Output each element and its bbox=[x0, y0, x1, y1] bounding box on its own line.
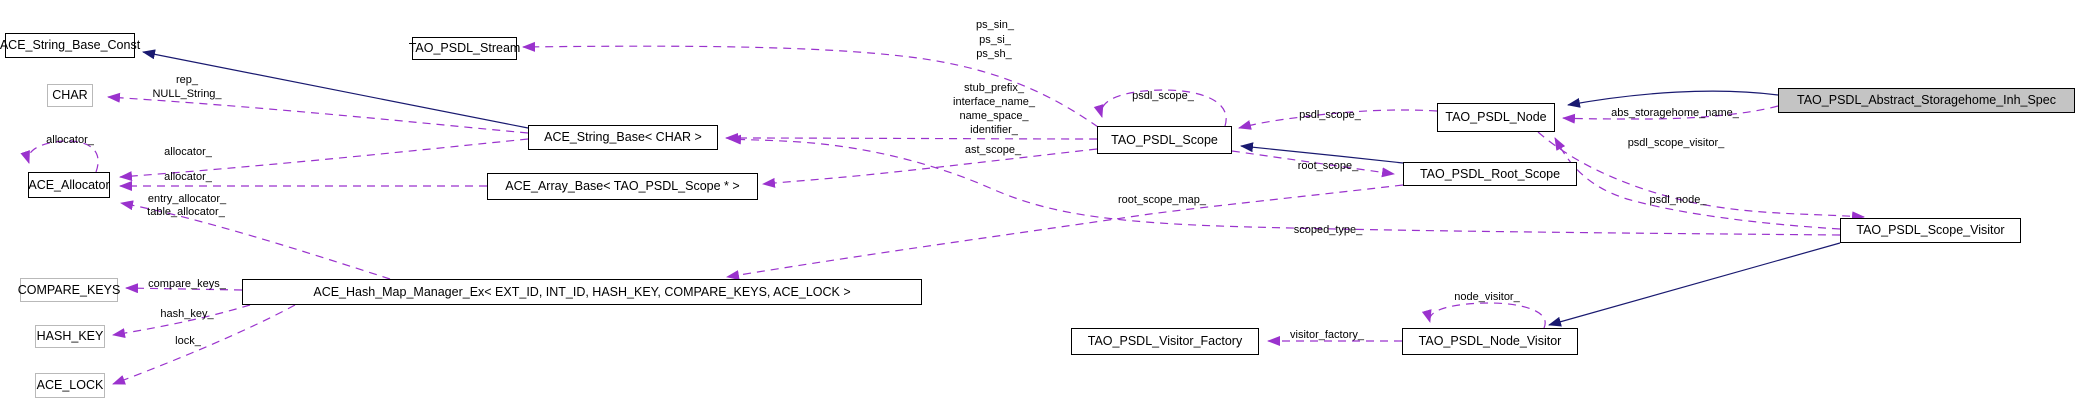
node-tao-psdl-node[interactable]: TAO_PSDL_Node bbox=[1437, 103, 1555, 132]
edge-label-abs-storagehome-name: abs_storagehome_name_ bbox=[1611, 107, 1739, 119]
node-tao-psdl-abstract-storagehome-inh-spec[interactable]: TAO_PSDL_Abstract_Storagehome_Inh_Spec bbox=[1778, 88, 2075, 113]
node-ace-string-base-char[interactable]: ACE_String_Base< CHAR > bbox=[528, 125, 718, 150]
edge-scopevisitor-to-nodevisitor bbox=[1548, 242, 1841, 327]
edge-label-psdl-node: psdl_node_ bbox=[1649, 194, 1707, 206]
edge-label-psdl-scope-loop: psdl_scope_ bbox=[1132, 90, 1194, 102]
edge-label-entry-allocator: entry_allocator_ bbox=[147, 193, 227, 205]
edge-label-root-scope: root_scope_ bbox=[1297, 160, 1359, 172]
edge-label-null-string: NULL_String_ bbox=[152, 88, 222, 100]
node-compare-keys[interactable]: COMPARE_KEYS bbox=[18, 278, 120, 302]
edge-nodevisitor-self-loop bbox=[1421, 302, 1546, 329]
edge-label-compare-keys: compare_keys_ bbox=[148, 278, 226, 290]
node-char[interactable]: CHAR bbox=[47, 84, 93, 107]
edge-label-ps-si: ps_si_ bbox=[979, 34, 1011, 46]
node-ace-hash-map-manager-ex[interactable]: ACE_Hash_Map_Manager_Ex< EXT_ID, INT_ID,… bbox=[242, 279, 922, 305]
edge-scopevisitor-to-node bbox=[1554, 137, 1841, 230]
edge-stringbase-to-char bbox=[107, 92, 529, 134]
edge-label-node-visitor: node_visitor_ bbox=[1454, 291, 1520, 303]
edge-label-root-scope-map: root_scope_map_ bbox=[1117, 194, 1207, 206]
edge-label-psdl-scope-visitor: psdl_scope_visitor_ bbox=[1627, 137, 1725, 149]
node-tao-psdl-root-scope[interactable]: TAO_PSDL_Root_Scope bbox=[1403, 162, 1577, 186]
edge-label-stub-prefix: stub_prefix_ bbox=[964, 82, 1024, 94]
edge-label-ps-sin: ps_sin_ bbox=[976, 19, 1014, 31]
edge-scope-to-stringbase bbox=[725, 133, 1098, 144]
edge-label-ps-sh: ps_sh_ bbox=[976, 48, 1012, 60]
edge-label-allocator-loop: allocator_ bbox=[46, 134, 94, 146]
node-tao-psdl-visitor-factory[interactable]: TAO_PSDL_Visitor_Factory bbox=[1071, 328, 1259, 355]
node-tao-psdl-scope-visitor[interactable]: TAO_PSDL_Scope_Visitor bbox=[1840, 218, 2021, 243]
edge-label-scoped-type: scoped_type_ bbox=[1293, 224, 1363, 236]
edge-label-interface-name: interface_name_ bbox=[953, 96, 1035, 108]
edge-label-allocator-arraybase: allocator_ bbox=[164, 171, 212, 183]
edge-label-name-space: name_space_ bbox=[959, 110, 1029, 122]
node-tao-psdl-scope[interactable]: TAO_PSDL_Scope bbox=[1097, 126, 1232, 154]
edge-label-rep: rep_ bbox=[175, 74, 199, 86]
edge-label-visitor-factory: visitor_factory_ bbox=[1290, 329, 1364, 341]
edge-label-table-allocator: table_allocator_ bbox=[147, 206, 225, 218]
node-tao-psdl-stream[interactable]: TAO_PSDL_Stream bbox=[409, 37, 520, 60]
edge-label-allocator-stringbase: allocator_ bbox=[164, 146, 212, 158]
node-ace-lock[interactable]: ACE_LOCK bbox=[35, 373, 105, 398]
edge-label-hash-key: hash_key_ bbox=[160, 308, 214, 320]
node-ace-allocator[interactable]: ACE_Allocator bbox=[28, 172, 110, 198]
edge-label-identifier: identifier_ bbox=[970, 124, 1018, 136]
node-ace-array-base[interactable]: ACE_Array_Base< TAO_PSDL_Scope * > bbox=[487, 173, 758, 200]
edge-scope-to-arraybase bbox=[762, 148, 1098, 188]
node-tao-psdl-node-visitor[interactable]: TAO_PSDL_Node_Visitor bbox=[1402, 328, 1578, 355]
node-hash-key[interactable]: HASH_KEY bbox=[35, 325, 105, 348]
edge-label-psdl-scope: psdl_scope_ bbox=[1299, 109, 1361, 121]
edge-scopevisitor-to-stringbase bbox=[728, 134, 1841, 236]
edge-label-lock: lock_ bbox=[175, 335, 201, 347]
edge-spec-to-node bbox=[1567, 90, 1779, 108]
node-ace-string-base-const[interactable]: ACE_String_Base_Const bbox=[0, 33, 140, 58]
edge-label-ast-scope: ast_scope_ bbox=[964, 144, 1022, 156]
